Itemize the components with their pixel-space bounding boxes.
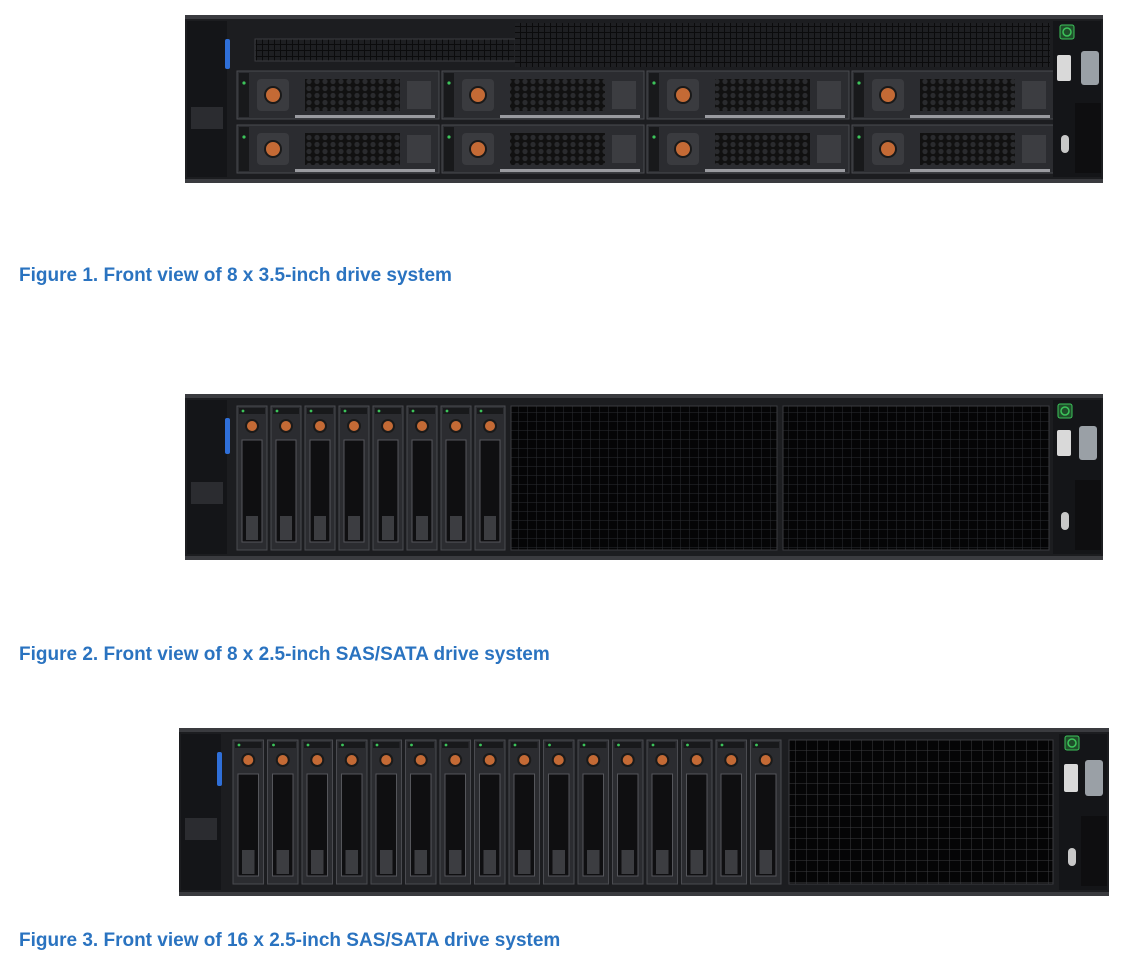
drive-latch-icon [448, 753, 463, 767]
figure-1-image [185, 15, 1103, 183]
drive-latch-icon [415, 419, 429, 433]
drive-latch-icon [879, 86, 897, 104]
drive-bay[interactable] [750, 739, 782, 885]
drive-bay[interactable] [681, 739, 713, 885]
blank-panel-2 [782, 405, 1050, 551]
drive-bay[interactable] [236, 70, 440, 120]
drive-latch-icon [469, 86, 487, 104]
power-icon[interactable] [1064, 735, 1080, 751]
drive-bay[interactable] [440, 405, 472, 551]
top-bezel-slot [254, 38, 516, 62]
drive-latch-icon [264, 140, 282, 158]
drive-bay[interactable] [851, 70, 1055, 120]
top-bezel-vent [515, 23, 1050, 67]
blank-panel-1 [510, 405, 778, 551]
status-led-bar [217, 752, 222, 786]
vga-port-icon[interactable] [1081, 51, 1099, 85]
figure-3-image [179, 728, 1109, 896]
usb-icon[interactable] [1064, 764, 1078, 792]
drive-latch-icon [620, 753, 635, 767]
drive-latch-icon [724, 753, 739, 767]
drive-latch-icon [517, 753, 532, 767]
drive-bay[interactable] [715, 739, 747, 885]
drive-bay[interactable] [646, 739, 678, 885]
status-led-bar [225, 39, 230, 69]
drive-bay[interactable] [372, 405, 404, 551]
power-icon[interactable] [1059, 24, 1075, 40]
drive-latch-icon [275, 753, 290, 767]
usb-c-icon[interactable] [1068, 848, 1076, 866]
blank-panel [788, 739, 1054, 885]
status-led-bar [225, 418, 230, 454]
drive-latch-icon [245, 419, 259, 433]
drive-bay[interactable] [370, 739, 402, 885]
drive-latch-icon [482, 753, 497, 767]
drive-latch-icon [674, 140, 692, 158]
usb-icon[interactable] [1057, 55, 1071, 81]
drive-bay[interactable] [406, 405, 438, 551]
drive-bay[interactable] [474, 405, 506, 551]
drive-latch-icon [279, 419, 293, 433]
drive-latch-icon [655, 753, 670, 767]
drive-latch-icon [469, 140, 487, 158]
drive-bay[interactable] [474, 739, 506, 885]
drive-bay[interactable] [232, 739, 264, 885]
usb-icon[interactable] [1057, 430, 1071, 456]
figure-3-caption: Figure 3. Front view of 16 x 2.5-inch SA… [19, 930, 561, 951]
drive-latch-icon [379, 753, 394, 767]
drive-bay[interactable] [236, 124, 440, 174]
drive-bay[interactable] [267, 739, 299, 885]
power-icon[interactable] [1057, 403, 1073, 419]
drive-latch-icon [310, 753, 325, 767]
usb-c-icon[interactable] [1061, 512, 1069, 530]
drive-latch-icon [241, 753, 256, 767]
drive-latch-icon [551, 753, 566, 767]
drive-latch-icon [879, 140, 897, 158]
figure-2-image [185, 394, 1103, 560]
vga-port-icon[interactable] [1085, 760, 1103, 796]
drive-bay[interactable] [851, 124, 1055, 174]
drive-bay[interactable] [543, 739, 575, 885]
drive-bay[interactable] [336, 739, 368, 885]
usb-c-icon[interactable] [1061, 135, 1069, 153]
drive-bay[interactable] [612, 739, 644, 885]
drive-bay[interactable] [441, 124, 645, 174]
drive-latch-icon [674, 86, 692, 104]
drive-latch-icon [347, 419, 361, 433]
drive-latch-icon [344, 753, 359, 767]
left-ear [187, 21, 227, 177]
drive-bay[interactable] [304, 405, 336, 551]
drive-bays [232, 739, 782, 885]
drive-bay[interactable] [646, 70, 850, 120]
drive-latch-icon [449, 419, 463, 433]
drive-bay[interactable] [236, 405, 268, 551]
drive-bay[interactable] [439, 739, 471, 885]
drive-latch-icon [689, 753, 704, 767]
drive-latch-icon [413, 753, 428, 767]
drive-latch-icon [758, 753, 773, 767]
vga-port-icon[interactable] [1079, 426, 1097, 460]
left-ear [181, 734, 221, 890]
drive-bay[interactable] [508, 739, 540, 885]
drive-bays [236, 70, 1055, 174]
drive-bay[interactable] [441, 70, 645, 120]
left-ear [187, 400, 227, 554]
drive-bays [236, 405, 506, 551]
drive-latch-icon [264, 86, 282, 104]
drive-bay[interactable] [270, 405, 302, 551]
drive-bay[interactable] [301, 739, 333, 885]
drive-latch-icon [313, 419, 327, 433]
drive-bay[interactable] [646, 124, 850, 174]
drive-latch-icon [483, 419, 497, 433]
drive-latch-icon [586, 753, 601, 767]
drive-bay[interactable] [577, 739, 609, 885]
drive-latch-icon [381, 419, 395, 433]
drive-bay[interactable] [405, 739, 437, 885]
figure-2-caption: Figure 2. Front view of 8 x 2.5-inch SAS… [19, 644, 550, 665]
figure-1-caption: Figure 1. Front view of 8 x 3.5-inch dri… [19, 265, 452, 286]
drive-bay[interactable] [338, 405, 370, 551]
